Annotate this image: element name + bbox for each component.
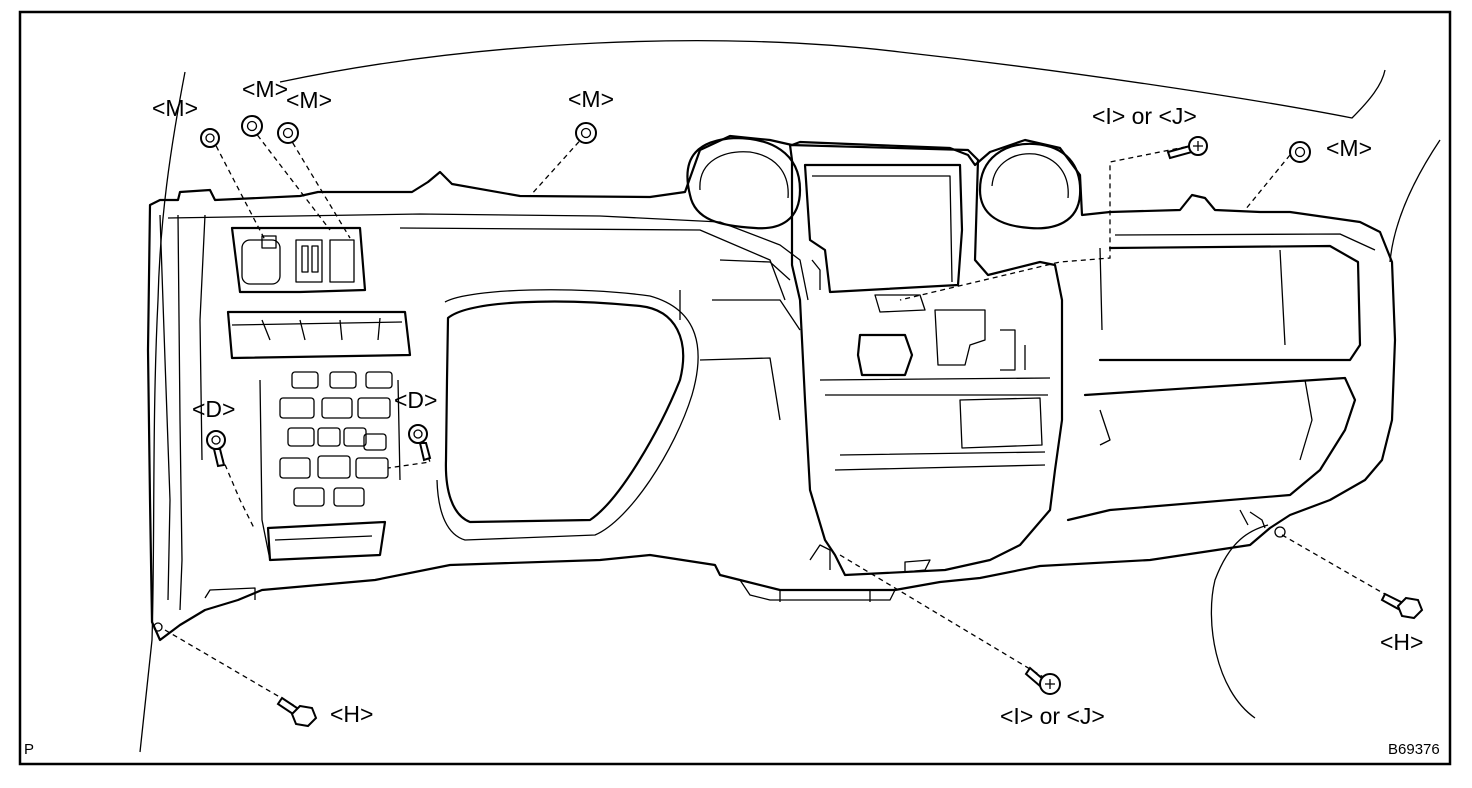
- screw-d-left: [206, 430, 226, 468]
- figure-frame: [18, 10, 1452, 766]
- label-ij-bottom: <I> or <J>: [1000, 703, 1105, 729]
- junction-block: [259, 371, 401, 561]
- screw-d-right: [408, 424, 432, 462]
- label-m-3: <M>: [286, 87, 332, 113]
- glove-box-opening: [1066, 233, 1376, 529]
- bolt-h-left: [276, 696, 318, 728]
- leader-lines: [164, 127, 1396, 707]
- label-h-right: <H>: [1380, 629, 1423, 655]
- label-m-5: <M>: [1326, 135, 1372, 161]
- nut-m-5: [1289, 141, 1311, 163]
- bolt-h-right: [1380, 592, 1424, 620]
- label-h-left: <H>: [330, 701, 373, 727]
- center-vents: [686, 136, 1082, 230]
- label-d-left: <D>: [192, 396, 235, 422]
- mount-point-right: [1274, 526, 1286, 538]
- label-ij-top: <I> or <J>: [1092, 103, 1197, 129]
- label-m-4: <M>: [568, 86, 614, 112]
- label-m-2: <M>: [242, 76, 288, 102]
- corner-letter: P: [24, 741, 34, 758]
- vehicle-body-outline: [139, 40, 1441, 753]
- figure-id: B69376: [1388, 741, 1440, 758]
- nut-m-2: [241, 115, 263, 137]
- screw-ij-top: [1166, 136, 1208, 160]
- nut-m-4: [575, 122, 597, 144]
- nut-m-3: [277, 122, 299, 144]
- mount-point-left: [153, 622, 163, 632]
- nut-m-1: [200, 128, 220, 148]
- label-d-right: <D>: [394, 387, 437, 413]
- instrument-panel-body: [146, 134, 1397, 642]
- screw-ij-bottom: [1024, 666, 1061, 695]
- label-m-1: <M>: [152, 95, 198, 121]
